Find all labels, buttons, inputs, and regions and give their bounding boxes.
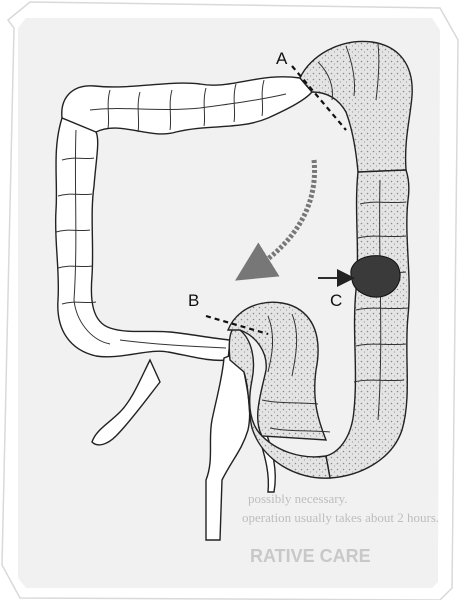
label-a: A xyxy=(276,49,288,68)
background-text-line: possibly necessary. xyxy=(248,491,348,506)
label-b: B xyxy=(188,291,199,310)
background-text-heading: RATIVE CARE xyxy=(250,546,371,566)
background-text-line: operation usually takes about 2 hours. xyxy=(242,510,439,525)
tumor xyxy=(351,256,400,297)
label-c: C xyxy=(330,291,342,310)
